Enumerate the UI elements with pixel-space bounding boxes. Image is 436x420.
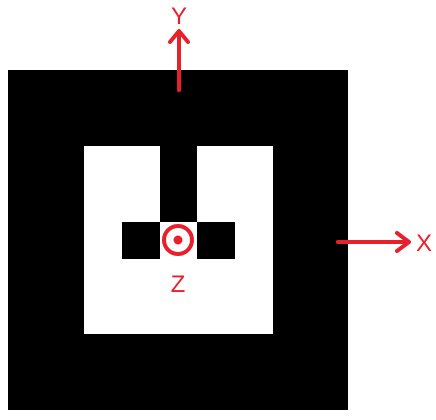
y-axis-arrowhead bbox=[168, 29, 190, 44]
y-axis-arrow bbox=[168, 29, 190, 92]
z-axis-label: Z bbox=[171, 271, 186, 298]
y-axis-label: Y bbox=[171, 3, 187, 30]
z-axis-dot bbox=[173, 235, 183, 245]
marker-cell-vertical-bar bbox=[160, 146, 197, 222]
z-axis-out-of-page-icon bbox=[162, 224, 194, 256]
x-axis-arrowhead bbox=[395, 231, 411, 253]
marker-cell-right bbox=[197, 222, 235, 259]
x-axis-arrow bbox=[336, 231, 411, 253]
marker-cell-left bbox=[122, 222, 160, 259]
x-axis-label: X bbox=[416, 230, 432, 257]
